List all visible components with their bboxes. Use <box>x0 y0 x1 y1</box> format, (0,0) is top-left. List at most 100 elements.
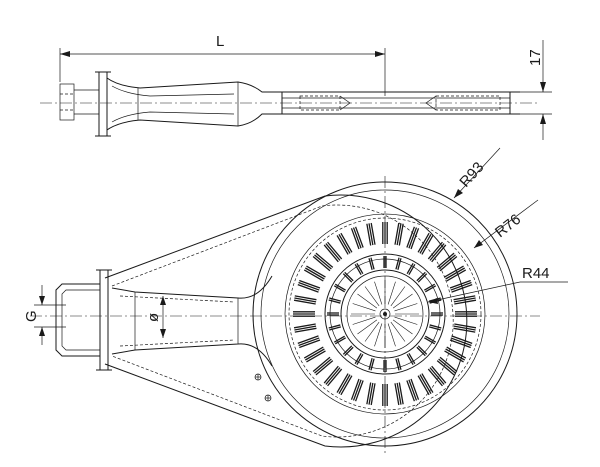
port-slot-line <box>429 324 442 329</box>
port-slot-line <box>325 367 341 385</box>
port-slot <box>297 335 321 349</box>
port-slot-line <box>354 226 364 248</box>
port-slot-line <box>444 265 464 278</box>
port-slot <box>342 271 354 283</box>
port-slot-line <box>429 243 445 261</box>
port-slot-line <box>333 285 345 293</box>
port-slot <box>416 271 428 283</box>
port-slot <box>455 311 477 317</box>
port-slot <box>312 356 334 376</box>
dimension-height: 17 <box>515 40 552 140</box>
port-slot <box>336 232 353 255</box>
port-slot-line <box>429 367 445 385</box>
port-slot-line <box>406 380 416 402</box>
port-slot-line <box>298 281 320 291</box>
port-slot <box>394 222 404 246</box>
port-slot-line <box>397 358 402 370</box>
port-slot <box>333 283 346 293</box>
port-slot <box>387 323 396 347</box>
port-slot <box>328 297 341 304</box>
port-slot-line <box>425 335 437 343</box>
port-slot-line <box>303 269 324 282</box>
port-slot-line <box>394 316 418 325</box>
port-slot <box>352 316 376 325</box>
middle-port-ring <box>327 256 443 372</box>
port-slot <box>342 345 354 357</box>
port-slot-line <box>398 382 404 405</box>
port-slot-line <box>364 286 380 307</box>
port-slot-line <box>453 327 476 333</box>
top-view: G ø R93 R76 R44 <box>23 147 568 455</box>
port-slot-line <box>408 227 418 249</box>
port-slot-line <box>392 319 413 335</box>
dimension-thread: G <box>23 285 66 345</box>
dimension-r76: R76 <box>473 199 539 249</box>
port-slot-line <box>364 321 380 342</box>
port-slot <box>429 324 442 331</box>
port-slot-line <box>297 335 319 345</box>
port-slot-line <box>294 297 317 303</box>
port-slot-line <box>338 374 351 394</box>
port-slot-line <box>417 232 430 253</box>
port-slot-line <box>357 293 378 309</box>
port-slot-line <box>340 375 353 396</box>
port-slot-line <box>312 356 331 372</box>
port-slot-line <box>408 353 416 365</box>
port-slot-line <box>344 346 354 357</box>
port-slot-line <box>436 252 455 268</box>
port-slot-line <box>370 383 376 406</box>
port-slot-line <box>451 335 473 345</box>
port-slot-line <box>421 373 434 393</box>
port-slot <box>383 360 387 372</box>
port-slot <box>312 252 334 272</box>
dimension-r44: R44 <box>427 265 568 304</box>
port-slot-line <box>406 226 416 248</box>
port-slot-line <box>344 271 354 282</box>
port-slot-line <box>444 350 464 363</box>
port-slot <box>374 323 383 347</box>
port-slot-line <box>327 368 343 387</box>
port-slot <box>390 286 406 307</box>
port-slot-line <box>315 360 334 376</box>
port-slot-line <box>417 375 430 396</box>
port-slot <box>368 358 375 371</box>
port-slot-line <box>387 323 396 347</box>
inner-port-ring <box>351 280 419 348</box>
port-slot-line <box>306 265 326 278</box>
port-slot-line <box>354 380 364 402</box>
port-slot <box>303 346 326 363</box>
port-slot <box>357 319 378 335</box>
port-slot-line <box>333 335 345 343</box>
port-slot <box>416 345 428 357</box>
inlet-flange <box>55 269 112 371</box>
burner-outline <box>104 194 468 448</box>
port-slot <box>406 262 416 275</box>
port-slot-line <box>299 279 321 289</box>
port-slot <box>387 281 396 305</box>
port-slot-line <box>356 354 364 366</box>
port-slot <box>354 262 364 275</box>
port-slot <box>424 335 437 345</box>
port-slot <box>453 323 477 333</box>
port-slot-line <box>312 256 331 272</box>
port-slot <box>328 324 341 331</box>
side-venturi <box>106 77 282 131</box>
port-slot-line <box>342 273 353 283</box>
r93-label: R93 <box>456 159 487 191</box>
port-slot-line <box>303 346 324 359</box>
port-slot-line <box>370 222 376 245</box>
port-slot-line <box>340 232 353 253</box>
port-slot-line <box>329 326 341 331</box>
port-slot <box>394 382 404 406</box>
port-slot-line <box>445 348 465 361</box>
port-slot-line <box>352 316 376 325</box>
port-slot-line <box>396 223 402 246</box>
port-slot <box>449 335 473 349</box>
port-slot-line <box>306 350 326 363</box>
port-slot-line <box>439 356 458 372</box>
port-slot-line <box>438 254 456 270</box>
port-slot <box>417 373 434 396</box>
port-slot <box>293 311 315 317</box>
port-slot-line <box>408 263 416 275</box>
port-slot <box>406 353 416 366</box>
